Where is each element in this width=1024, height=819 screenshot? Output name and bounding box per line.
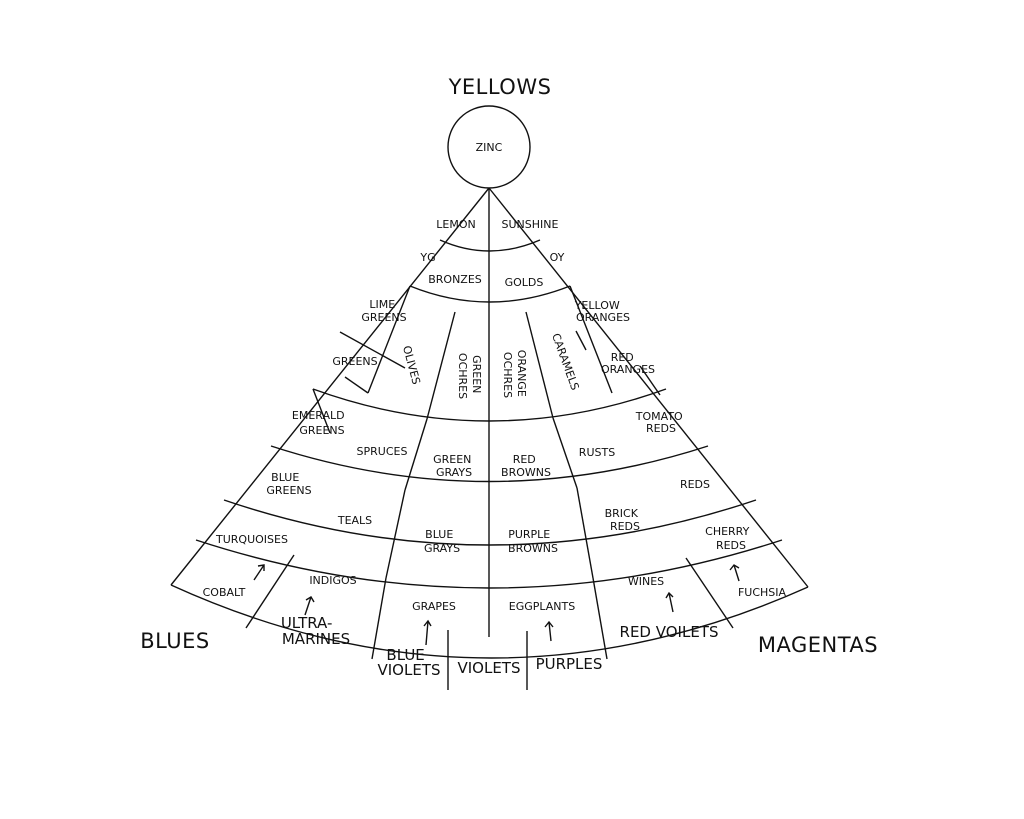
label-cherry-reds: CHERRY REDS bbox=[705, 525, 753, 552]
corner-label-yellows: YELLOWS bbox=[448, 75, 552, 99]
label-oy: OY bbox=[550, 251, 565, 264]
label-grapes: GRAPES bbox=[412, 600, 456, 613]
label-wines: WINES bbox=[628, 575, 664, 588]
label-green-grays: GREEN GRAYS bbox=[433, 453, 475, 479]
divider-greens-olives bbox=[367, 285, 411, 394]
label-lime-greens: LIME GREENS bbox=[361, 298, 406, 324]
divider-caramels-redoranges bbox=[569, 285, 613, 394]
divider-yellow-red-oranges bbox=[575, 330, 587, 351]
divider-olives-greenochres bbox=[426, 311, 456, 420]
band-arc-2 bbox=[409, 285, 571, 303]
label-fuchsia: FUCHSIA bbox=[738, 586, 787, 599]
fan-left-edge bbox=[170, 187, 490, 586]
label-violets: VIOLETS bbox=[457, 659, 520, 677]
label-ultramarines: ULTRA- MARINES bbox=[281, 614, 350, 648]
divider-spruces-greengrays bbox=[404, 418, 428, 491]
label-tomato-reds: TOMATO REDS bbox=[635, 410, 686, 435]
band-arc-4 bbox=[270, 445, 709, 483]
arrow-fuchsia-cherryreds bbox=[729, 564, 740, 582]
label-purples: PURPLES bbox=[536, 655, 603, 673]
label-red-voilets: RED VOILETS bbox=[620, 623, 719, 641]
label-turquoises: TURQUOISES bbox=[215, 533, 288, 546]
label-blue-grays: BLUE GRAYS bbox=[424, 528, 460, 555]
label-purple-browns: PURPLE BROWNS bbox=[508, 528, 558, 555]
label-lemon: LEMON bbox=[436, 218, 475, 231]
label-cobalt: COBALT bbox=[203, 586, 246, 599]
label-golds: GOLDS bbox=[505, 276, 544, 289]
label-olives: OLIVES bbox=[400, 344, 423, 386]
label-reds: REDS bbox=[680, 478, 710, 491]
label-spruces: SPRUCES bbox=[357, 445, 408, 458]
divider-emerald-spruces bbox=[344, 376, 369, 394]
divider-tomato-reds bbox=[639, 365, 661, 396]
label-teals: TEALS bbox=[337, 514, 372, 527]
label-green-ochres: GREEN OCHRES bbox=[456, 353, 483, 399]
label-greens: GREENS bbox=[332, 355, 377, 368]
divider-teals-bluegrays bbox=[385, 489, 406, 579]
band-arc-5 bbox=[223, 499, 757, 546]
label-emerald-greens: EMERALD GREENS bbox=[292, 409, 348, 437]
band-arc-6 bbox=[195, 539, 783, 589]
fan-right-edge bbox=[488, 187, 809, 588]
label-zinc: ZINC bbox=[476, 141, 503, 154]
divider-cobalt-indigos bbox=[245, 554, 295, 629]
label-yg: YG bbox=[419, 251, 435, 264]
label-blue-violets: BLUE VIOLETS bbox=[377, 646, 440, 679]
label-sunshine: SUNSHINE bbox=[502, 218, 559, 231]
arrow-redvoilets-wines bbox=[665, 591, 674, 613]
divider-indigos-grapes bbox=[371, 577, 387, 660]
divider-purplebrowns-brickreds bbox=[576, 487, 594, 579]
divider-lime-greens bbox=[339, 331, 406, 369]
label-red-browns: RED BROWNS bbox=[501, 453, 551, 479]
label-bronzes: BRONZES bbox=[428, 273, 482, 286]
label-rusts: RUSTS bbox=[579, 446, 615, 459]
divider-redbrowns-rusts bbox=[552, 417, 578, 489]
label-eggplants: EGGPLANTS bbox=[509, 600, 575, 613]
label-caramels: CARAMELS bbox=[549, 332, 582, 392]
label-brick-reds: BRICK REDS bbox=[605, 507, 642, 533]
divider-blue-greens-teals bbox=[312, 388, 331, 434]
band-arc-3 bbox=[312, 388, 667, 422]
corner-label-blues: BLUES bbox=[140, 629, 210, 653]
label-orange-ochres: ORANGE OCHRES bbox=[501, 350, 528, 401]
label-blue-greens: BLUE GREENS bbox=[266, 471, 311, 497]
label-red-oranges: RED ORANGES bbox=[601, 351, 655, 376]
band-arc-7 bbox=[170, 584, 809, 659]
arrow-blueviolets-grapes bbox=[423, 619, 432, 646]
arrow-purples-eggplants bbox=[544, 620, 554, 642]
corner-label-magentas: MAGENTAS bbox=[758, 633, 878, 657]
band-arc-1 bbox=[439, 239, 541, 252]
label-yellow-oranges: YELLOW ORANGES bbox=[574, 299, 630, 324]
label-indigos: INDIGOS bbox=[309, 574, 356, 587]
divider-orangeochres-caramels bbox=[525, 311, 554, 419]
divider-wines-fuchsia bbox=[685, 557, 734, 629]
arrow-cobalt-turquoises bbox=[253, 564, 265, 581]
divider-eggplants-redvoilets bbox=[592, 577, 608, 660]
arrow-ultramarines-indigos bbox=[304, 596, 315, 616]
